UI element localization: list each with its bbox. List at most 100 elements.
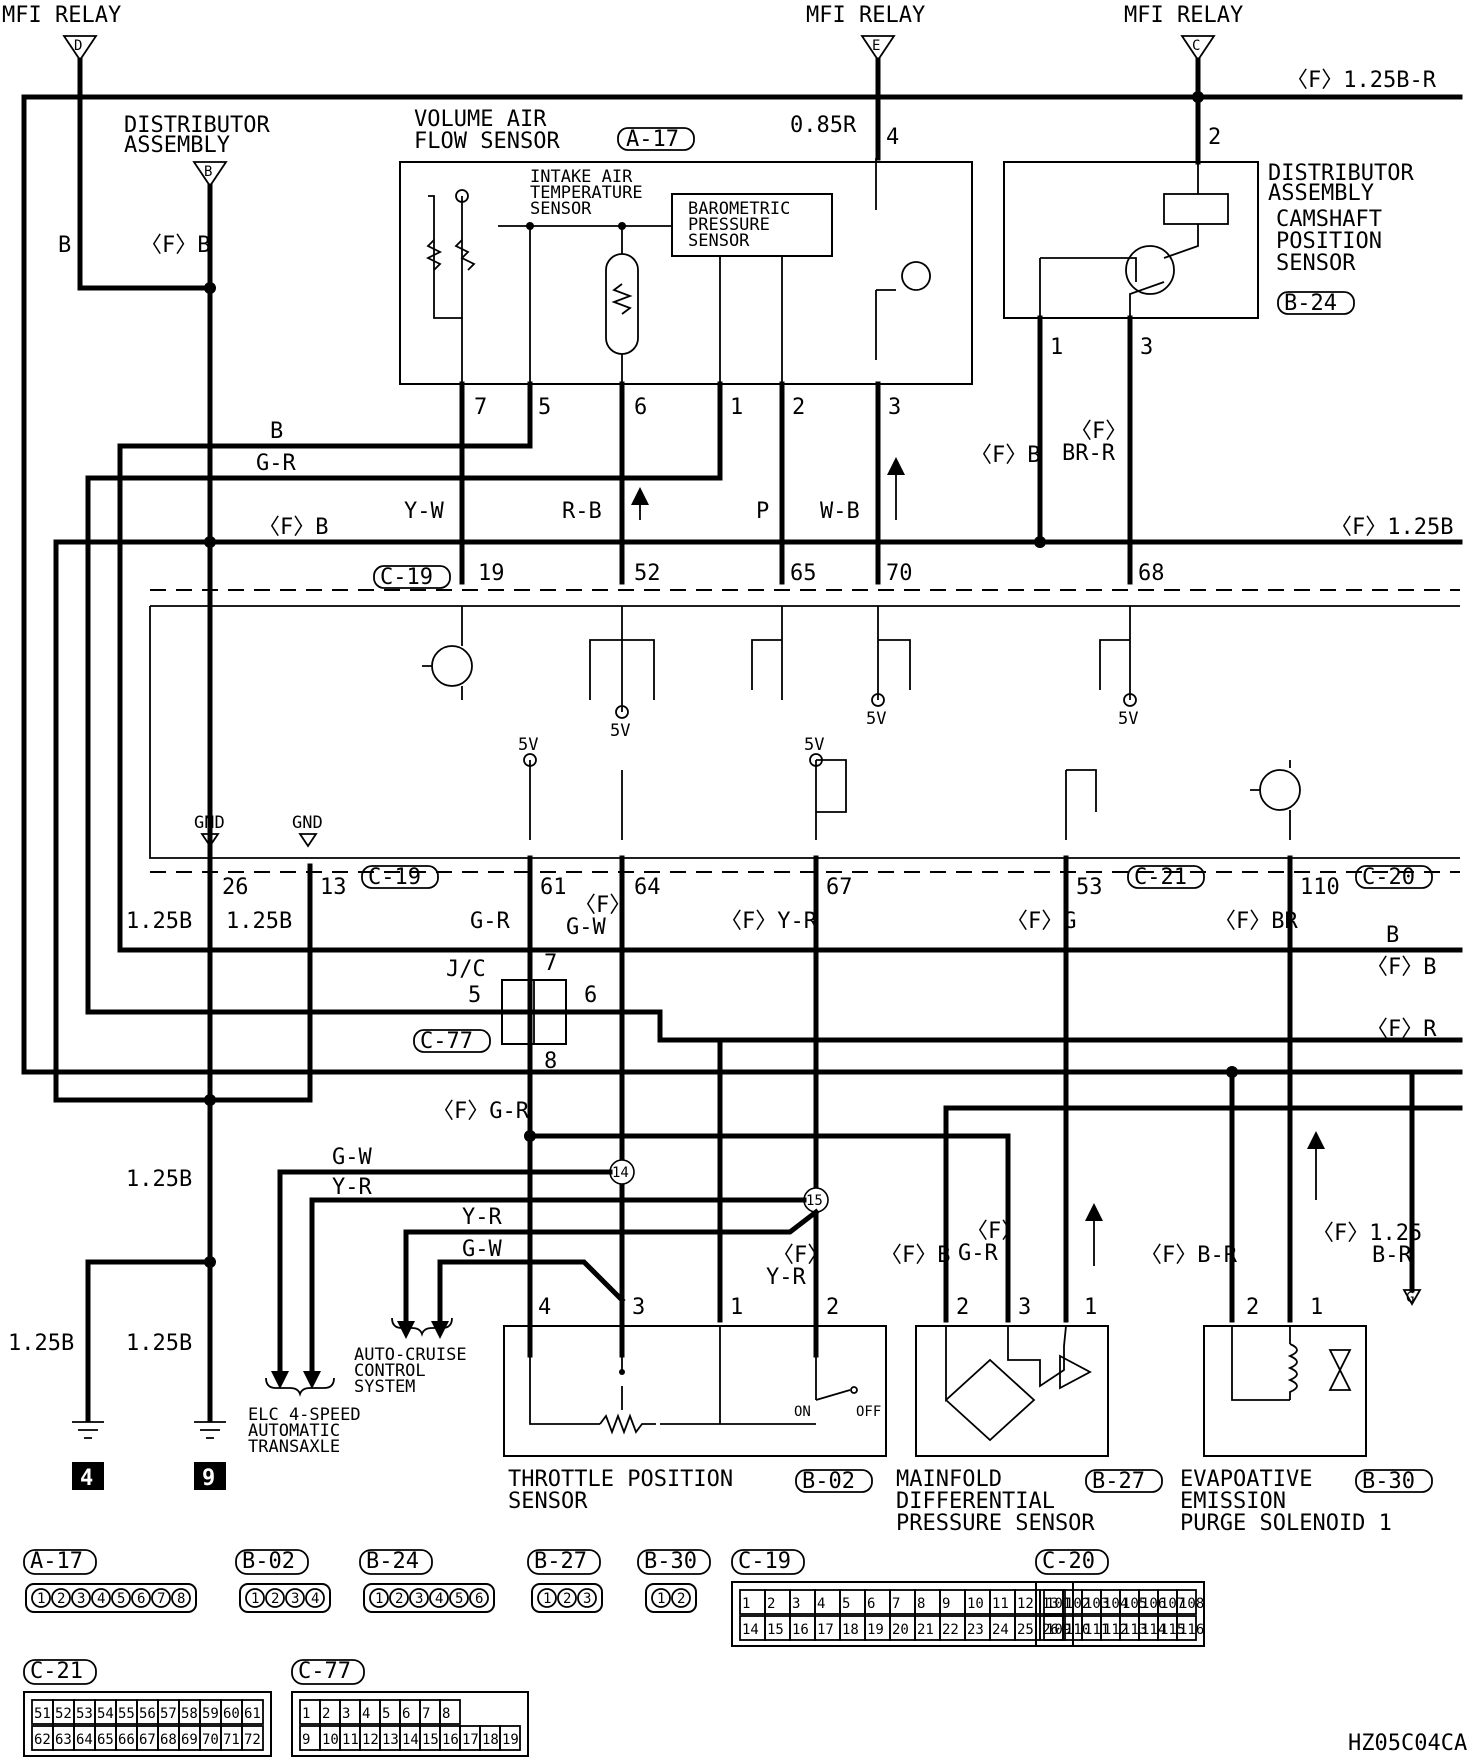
- svg-text:53: 53: [1076, 875, 1103, 900]
- svg-text:G-R: G-R: [256, 451, 296, 476]
- svg-text:〈F〉B-R: 〈F〉B-R: [1140, 1243, 1238, 1268]
- connector-pin: 14: [742, 1622, 759, 1638]
- connector-pin: 57: [160, 1706, 177, 1722]
- svg-text:CONTROL: CONTROL: [354, 1361, 426, 1381]
- svg-text:〈F〉G: 〈F〉G: [1006, 909, 1077, 934]
- connector-pin: 103: [1084, 1596, 1109, 1612]
- svg-text:B: B: [204, 164, 212, 180]
- connector-label-b27: B-27: [534, 1549, 587, 1574]
- distributor-connector-top: DISTRIBUTOR ASSEMBLY B: [124, 113, 270, 188]
- svg-text:68: 68: [1138, 561, 1165, 586]
- svg-text:2: 2: [826, 1295, 839, 1320]
- connector-pin: 22: [942, 1622, 959, 1638]
- connector-pin: 7: [422, 1706, 430, 1722]
- svg-text:9: 9: [202, 1466, 215, 1491]
- svg-text:SENSOR: SENSOR: [508, 1489, 588, 1514]
- svg-text:67: 67: [826, 875, 853, 900]
- svg-text:8: 8: [544, 1049, 557, 1074]
- svg-text:1: 1: [730, 1295, 743, 1320]
- svg-text:G-R: G-R: [958, 1241, 998, 1266]
- connector-pin: 4: [311, 1591, 319, 1607]
- engine-ecu: C-19 19 52 65 70 68 5V 5V 5V 5V 5V GND G…: [149, 561, 1460, 900]
- svg-text:1: 1: [730, 395, 743, 420]
- svg-text:19: 19: [478, 561, 505, 586]
- svg-text:C-21: C-21: [1134, 865, 1187, 890]
- connector-pin: 17: [817, 1622, 834, 1638]
- svg-text:BAROMETRIC: BAROMETRIC: [688, 199, 790, 219]
- svg-text:B-R: B-R: [1372, 1243, 1412, 1268]
- connector-label-b30: B-30: [644, 1549, 697, 1574]
- connector-pin: 106: [1141, 1596, 1166, 1612]
- connector-pin: 2: [767, 1596, 775, 1612]
- splice-15: 15: [803, 1187, 829, 1213]
- svg-text:Y-R: Y-R: [766, 1265, 806, 1290]
- svg-text:1.25B: 1.25B: [126, 1331, 192, 1356]
- drawing-code: HZ05C04CA: [1348, 1731, 1467, 1756]
- svg-text:5V: 5V: [610, 721, 630, 741]
- svg-text:SENSOR: SENSOR: [530, 199, 592, 219]
- svg-text:〈F〉1.25B: 〈F〉1.25B: [1330, 515, 1453, 540]
- connector-pin: 69: [181, 1732, 198, 1748]
- connector-pin: 55: [118, 1706, 135, 1722]
- connector-pin: 58: [181, 1706, 198, 1722]
- connector-pin: 65: [97, 1732, 114, 1748]
- splice-14: 14: [609, 1159, 635, 1185]
- connector-pin: 51: [34, 1706, 51, 1722]
- svg-text:ASSEMBLY: ASSEMBLY: [1268, 181, 1374, 206]
- svg-text:AUTO-CRUISE: AUTO-CRUISE: [354, 1345, 467, 1365]
- connector-pin: 2: [271, 1591, 279, 1607]
- connector-pin: 4: [435, 1591, 443, 1607]
- svg-text:64: 64: [634, 875, 661, 900]
- svg-text:5V: 5V: [1118, 709, 1138, 729]
- connector-pin: 115: [1160, 1622, 1185, 1638]
- connector-pin: 59: [202, 1706, 219, 1722]
- svg-text:AUTOMATIC: AUTOMATIC: [248, 1421, 340, 1441]
- svg-text:15: 15: [806, 1193, 823, 1209]
- svg-text:65: 65: [790, 561, 817, 586]
- svg-text:5: 5: [538, 395, 551, 420]
- connector-pin: 68: [160, 1732, 177, 1748]
- svg-text:7: 7: [474, 395, 487, 420]
- connector-pin: 2: [395, 1591, 403, 1607]
- connector-pin: 4: [97, 1591, 105, 1607]
- svg-text:CAMSHAFT: CAMSHAFT: [1276, 207, 1382, 232]
- svg-text:〈F〉B: 〈F〉B: [880, 1243, 951, 1268]
- connector-pin: 8: [917, 1596, 925, 1612]
- connector-pin: 19: [867, 1622, 884, 1638]
- connector-pin: 12: [362, 1732, 379, 1748]
- connector-pin: 23: [967, 1622, 984, 1638]
- connector-pin: 9: [302, 1732, 310, 1748]
- svg-text:5: 5: [468, 983, 481, 1008]
- elc-transaxle-label: ELC 4-SPEED AUTOMATIC TRANSAXLE: [248, 1377, 361, 1457]
- connector-pin: 5: [455, 1591, 463, 1607]
- connector-pin: 62: [34, 1732, 51, 1748]
- svg-text:5V: 5V: [866, 709, 886, 729]
- svg-text:MAINFOLD: MAINFOLD: [896, 1467, 1002, 1492]
- svg-text:THROTTLE POSITION: THROTTLE POSITION: [508, 1467, 733, 1492]
- svg-text:110: 110: [1300, 875, 1340, 900]
- connector-pin: 109: [1046, 1622, 1071, 1638]
- connector-pin: 14: [402, 1732, 419, 1748]
- connector-pin: 1: [543, 1591, 551, 1607]
- svg-text:OFF: OFF: [856, 1404, 881, 1420]
- connector-pin: 1: [37, 1591, 45, 1607]
- svg-text:VOLUME AIR: VOLUME AIR: [414, 107, 547, 132]
- connector-pin: 110: [1065, 1622, 1090, 1638]
- svg-text:G: G: [1406, 1290, 1414, 1306]
- connector-pin: 5: [117, 1591, 125, 1607]
- connector-pin: 3: [342, 1706, 350, 1722]
- connector-pin: 15: [422, 1732, 439, 1748]
- connector-pin: 2: [57, 1591, 65, 1607]
- svg-text:DISTRIBUTOR: DISTRIBUTOR: [1268, 161, 1414, 186]
- svg-text:C-19: C-19: [380, 565, 433, 590]
- svg-text:EVAPOATIVE: EVAPOATIVE: [1180, 1467, 1312, 1492]
- svg-text:6: 6: [584, 983, 597, 1008]
- mfi-relay-d: MFI RELAY D: [2, 3, 121, 62]
- connector-pin: 6: [867, 1596, 875, 1612]
- connector-pin: 26: [1042, 1622, 1059, 1638]
- connector-label-a17: A-17: [30, 1549, 83, 1574]
- svg-text:SYSTEM: SYSTEM: [354, 1377, 415, 1397]
- connector-pin: 108: [1179, 1596, 1204, 1612]
- connector-pin: 107: [1160, 1596, 1185, 1612]
